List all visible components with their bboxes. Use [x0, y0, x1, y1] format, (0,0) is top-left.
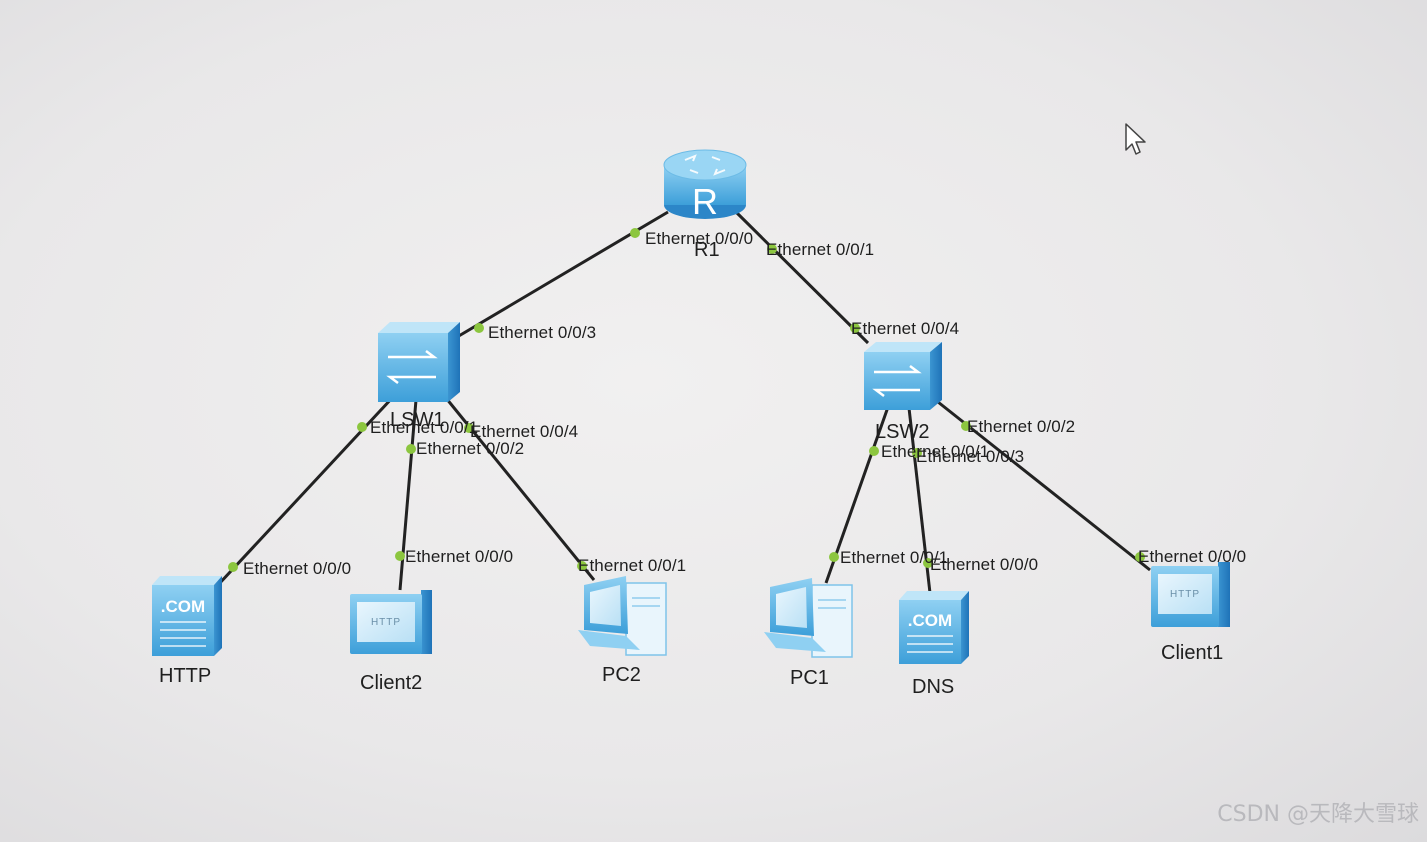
port-dot: [961, 421, 971, 431]
port-dot: [829, 552, 839, 562]
switch-icon[interactable]: [864, 342, 942, 410]
port-label-pc1: Ethernet 0/0/1: [840, 548, 949, 567]
device-label-lsw1: LSW1: [390, 409, 445, 431]
router-letter: R: [692, 181, 718, 222]
server-icon[interactable]: .COM: [899, 591, 969, 664]
port-label-lsw2-r1: Ethernet 0/0/4: [851, 319, 960, 338]
client-text: HTTP: [371, 617, 401, 628]
port-dot: [912, 448, 922, 458]
port-label-lsw1-r1: Ethernet 0/0/3: [488, 323, 597, 342]
port-label-r1-lsw1: Ethernet 0/0/0: [645, 229, 754, 248]
port-dot: [767, 244, 777, 254]
client-text: HTTP: [1170, 589, 1200, 600]
switch-icon[interactable]: [378, 322, 460, 402]
server-text: .COM: [161, 597, 205, 616]
server-text: .COM: [908, 611, 952, 630]
port-label-lsw1-http: Ethernet 0/0/1: [370, 418, 479, 437]
port-dot: [850, 323, 860, 333]
link-r1-lsw2[interactable]: [734, 210, 870, 345]
device-label-http: HTTP: [159, 665, 212, 687]
device-label-pc1: PC1: [790, 667, 829, 689]
port-label-dns: Ethernet 0/0/0: [930, 555, 1039, 574]
port-dot: [357, 422, 367, 432]
router-icon[interactable]: R: [663, 149, 747, 222]
port-label-lsw1-client2: Ethernet 0/0/2: [416, 439, 525, 458]
port-dot: [923, 558, 933, 568]
link-lsw1-http[interactable]: [216, 395, 395, 587]
device-label-client1: Client1: [1161, 642, 1224, 664]
port-label-lsw2-client1: Ethernet 0/0/2: [967, 417, 1076, 436]
port-label-lsw2-pc1: Ethernet 0/0/1: [881, 442, 990, 461]
port-dot: [406, 444, 416, 454]
client-icon[interactable]: HTTP: [1151, 562, 1230, 627]
port-dot: [474, 323, 484, 333]
port-dot: [228, 562, 238, 572]
port-label-pc2: Ethernet 0/0/1: [578, 556, 687, 575]
port-dot: [630, 228, 640, 238]
port-dot: [464, 423, 474, 433]
links: [216, 210, 1151, 594]
pc-icon[interactable]: [764, 578, 853, 658]
port-dot: [869, 446, 879, 456]
device-label-pc2: PC2: [602, 664, 641, 686]
device-label-r1: R1: [694, 239, 720, 261]
port-dot: [577, 561, 587, 571]
port-label-lsw2-dns: Ethernet 0/0/3: [916, 447, 1025, 466]
port-dots: [228, 228, 1145, 572]
watermark: CSDN @天降大雪球: [1217, 802, 1419, 827]
port-label-r1-lsw2: Ethernet 0/0/1: [766, 240, 875, 259]
port-label-client1: Ethernet 0/0/0: [1138, 547, 1247, 566]
device-label-dns: DNS: [912, 676, 955, 698]
pc-icon[interactable]: [578, 576, 667, 656]
port-dot: [395, 551, 405, 561]
port-label-lsw1-pc2: Ethernet 0/0/4: [470, 422, 579, 441]
port-label-http: Ethernet 0/0/0: [243, 559, 352, 578]
port-label-client2: Ethernet 0/0/0: [405, 547, 514, 566]
client-icon[interactable]: HTTP: [350, 590, 432, 654]
device-label-client2: Client2: [360, 672, 423, 694]
link-lsw2-client1[interactable]: [937, 400, 1151, 572]
mouse-cursor-icon: [1125, 123, 1146, 155]
server-icon[interactable]: .COM: [152, 576, 222, 656]
device-label-lsw2: LSW2: [875, 421, 930, 443]
port-dot: [1135, 552, 1145, 562]
